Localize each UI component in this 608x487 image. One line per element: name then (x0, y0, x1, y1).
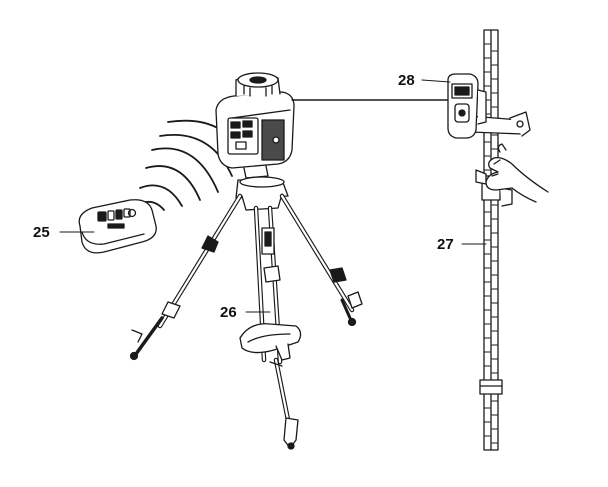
tripod (129, 176, 363, 450)
callout-label-remote-control: 25 (33, 224, 50, 241)
signal-waves (135, 119, 243, 211)
callout-label-measuring-rod: 27 (437, 236, 454, 253)
callout-label-tripod: 26 (220, 304, 237, 321)
hand (485, 143, 549, 203)
callout-label-laser-receiver: 28 (398, 72, 415, 89)
laser-receiver (447, 73, 531, 139)
rotation-laser (215, 72, 295, 179)
leader-line-28 (421, 79, 451, 83)
remote-control (78, 199, 157, 254)
